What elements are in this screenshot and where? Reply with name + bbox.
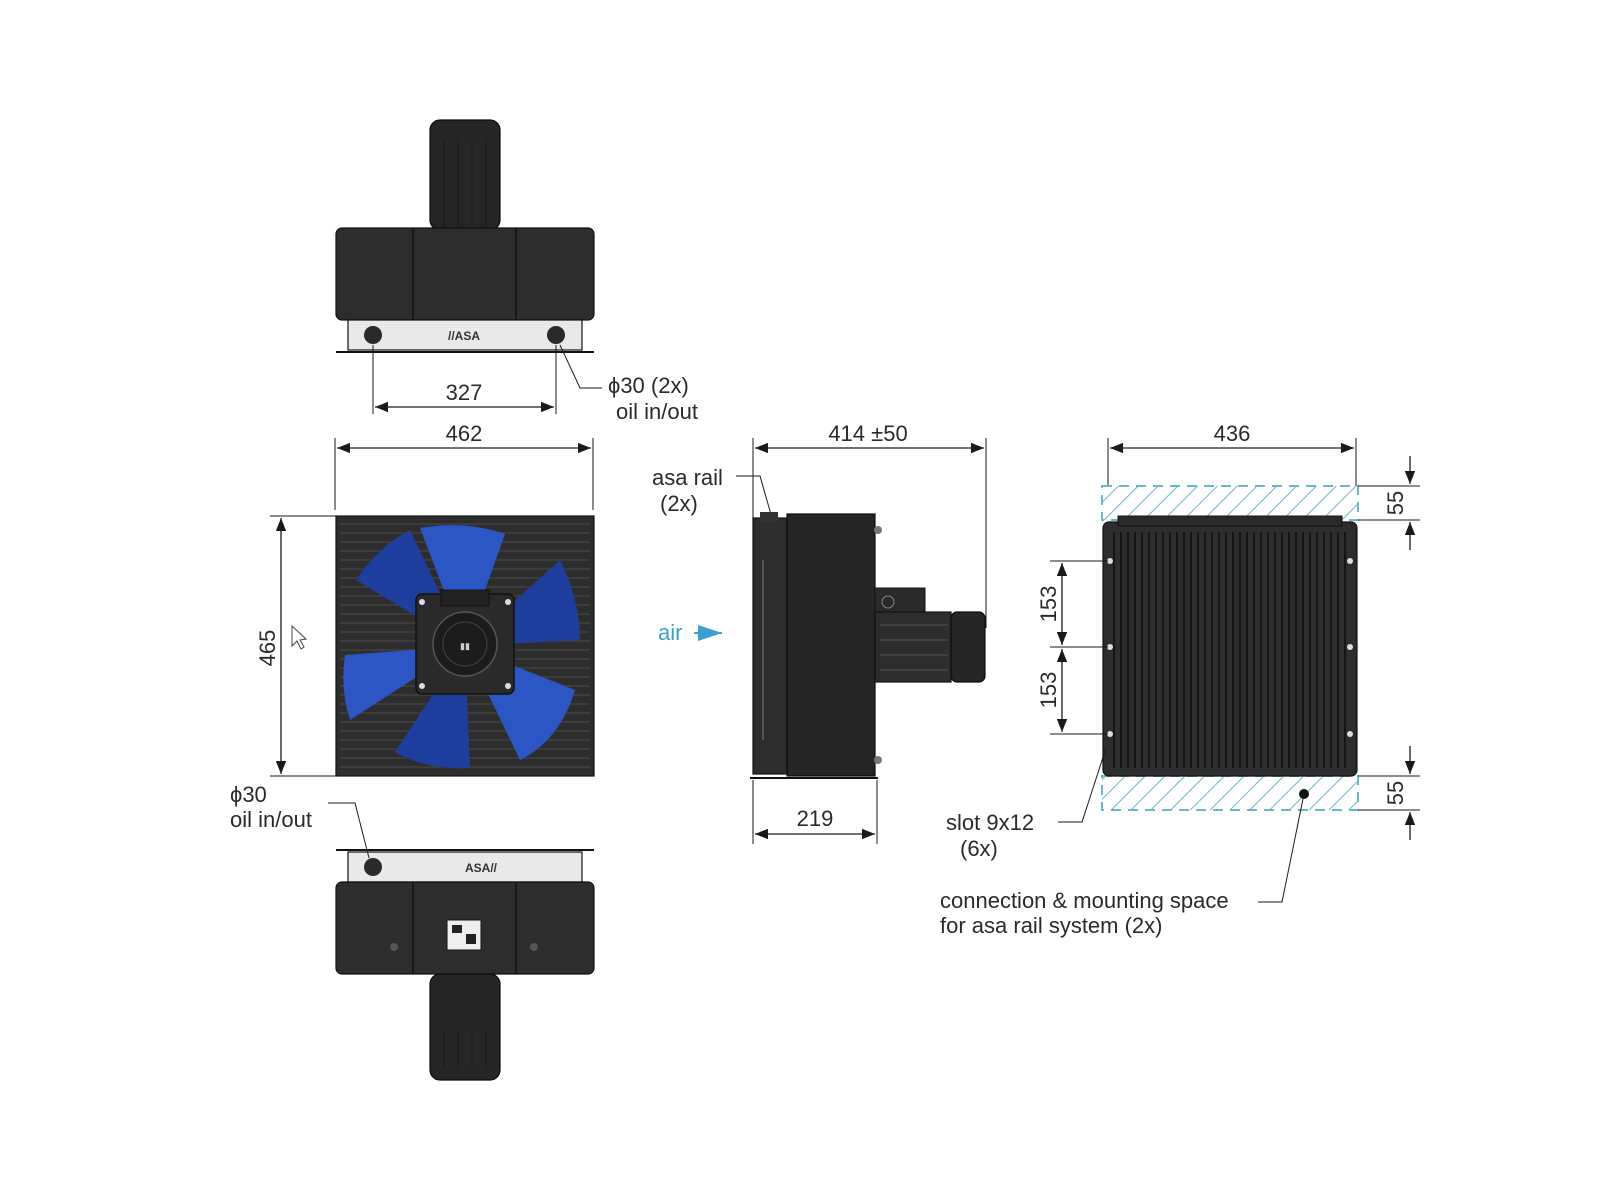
cooling-fins [1113, 532, 1346, 768]
callout-top-port-sub: oil in/out [616, 399, 698, 424]
dim-slot-spacing-upper: 153 [1036, 586, 1061, 623]
oil-port-top-left [364, 326, 382, 344]
callout-slot-sub: (6x) [960, 836, 998, 861]
motor-side [874, 611, 952, 683]
logo-bottom: ASA// [465, 861, 498, 875]
mouse-cursor-icon [291, 624, 308, 650]
dim-front-width: 462 [446, 421, 483, 446]
top-view: //ASA 327 ϕ30 (2x) oil in/out [335, 119, 698, 424]
logo-top: //ASA [448, 329, 480, 343]
dim-rail-space-bottom: 55 [1383, 781, 1408, 805]
mounting-slot [1347, 731, 1353, 737]
oil-port-top-right [547, 326, 565, 344]
callout-mounting-space-sub: for asa rail system (2x) [940, 913, 1163, 938]
motor-bottom [429, 973, 501, 1081]
dim-inlet-spacing: 327 [446, 380, 483, 405]
dim-rail-space-top: 55 [1383, 491, 1408, 515]
dim-rear-width: 436 [1214, 421, 1251, 446]
mounting-slot [1347, 644, 1353, 650]
callout-top-port: ϕ30 (2x) [608, 373, 689, 398]
rail-space-top [1101, 485, 1359, 521]
front-view: 462 465 ▮▮ [255, 421, 595, 777]
bottom-view: ASA// ϕ30 oil in/out [230, 782, 595, 1081]
dim-side-base: 219 [797, 806, 834, 831]
dim-side-depth: 414 ±50 [828, 421, 907, 446]
air-label: air [658, 620, 682, 645]
oil-port-bottom [364, 858, 382, 876]
mounting-slot [1107, 731, 1113, 737]
fan-shroud-side [786, 513, 876, 777]
cooler-plate-top [347, 319, 583, 351]
rear-view: 436 55 55 153 153 s [940, 421, 1420, 938]
mounting-slot [1107, 644, 1113, 650]
mounting-slot [1347, 558, 1353, 564]
fan-hub [432, 611, 498, 677]
callout-bottom-port-sub: oil in/out [230, 807, 312, 832]
dim-front-height: 465 [255, 630, 280, 667]
svg-text:▮▮: ▮▮ [460, 641, 470, 651]
callout-slot: slot 9x12 [946, 810, 1034, 835]
side-view: 414 ±50 asa rail (2x) air 219 [652, 421, 987, 844]
motor-top [429, 119, 501, 231]
callout-asa-rail: asa rail [652, 465, 723, 490]
mounting-slot [1107, 558, 1113, 564]
callout-bottom-port: ϕ30 [230, 782, 267, 807]
cooler-core-side [752, 517, 788, 775]
rail-space-bottom [1101, 775, 1359, 811]
dim-slot-spacing-lower: 153 [1036, 672, 1061, 709]
callout-asa-rail-sub: (2x) [660, 491, 698, 516]
housing-top [335, 227, 595, 321]
callout-mounting-space: connection & mounting space [940, 888, 1229, 913]
cooler-plate-bottom [347, 851, 583, 883]
